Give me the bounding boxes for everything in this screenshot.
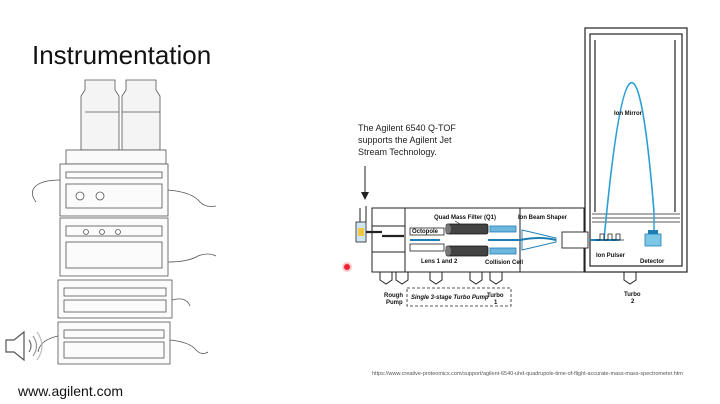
label-turbo-1: 1	[494, 300, 498, 306]
label-quad-mass-filter: Quad Mass Filter (Q1)	[434, 215, 496, 221]
source-url[interactable]: https://www.creative-proteomics.com/supp…	[372, 371, 683, 377]
label-turbo-2: 2	[631, 299, 635, 305]
pump-ports	[379, 272, 637, 285]
label-turbo-1: Turbo	[487, 293, 504, 299]
label-octopole: Octopole	[412, 229, 439, 235]
collision-cell	[489, 225, 517, 255]
label-turbo-2: Turbo	[624, 292, 641, 298]
label-lens: Lens 1 and 2	[421, 259, 458, 265]
label-ion-mirror: Ion Mirror	[614, 111, 643, 117]
ion-beam	[366, 230, 620, 241]
octopole	[409, 227, 445, 252]
label-detector: Detector	[640, 259, 665, 265]
label-rough-pump: Pump	[386, 300, 403, 306]
label-turbo-pump: Single 3-stage Turbo Pump	[411, 295, 489, 301]
caption: The Agilent 6540 Q-TOF supports the Agil…	[358, 122, 468, 158]
label-ion-pulser: Ion Pulser	[596, 253, 626, 259]
caption-line: Stream Technology.	[358, 147, 437, 157]
footer-url[interactable]: www.agilent.com	[18, 383, 124, 399]
laser-pointer-dot	[344, 264, 350, 270]
label-ion-beam-shaper: Ion Beam Shaper	[518, 215, 568, 221]
caption-arrow	[361, 166, 369, 200]
caption-line: supports the Agilent Jet	[358, 135, 452, 145]
lc-instrument-stack-illustration	[32, 79, 217, 365]
ion-pulser	[596, 233, 624, 241]
label-collision-cell: Collision Cell	[485, 260, 523, 266]
speaker-icon[interactable]	[2, 326, 52, 366]
jet-stream-source	[355, 206, 367, 243]
ion-beam-shaper	[521, 229, 589, 251]
turbo-pump-box	[406, 287, 512, 307]
quad-mass-filter	[445, 223, 489, 257]
slide-title: Instrumentation	[32, 40, 212, 70]
caption-line: The Agilent 6540 Q-TOF	[358, 123, 456, 133]
detector	[644, 230, 662, 247]
ion-trajectory	[603, 81, 655, 241]
label-rough-pump: Rough	[384, 293, 403, 299]
